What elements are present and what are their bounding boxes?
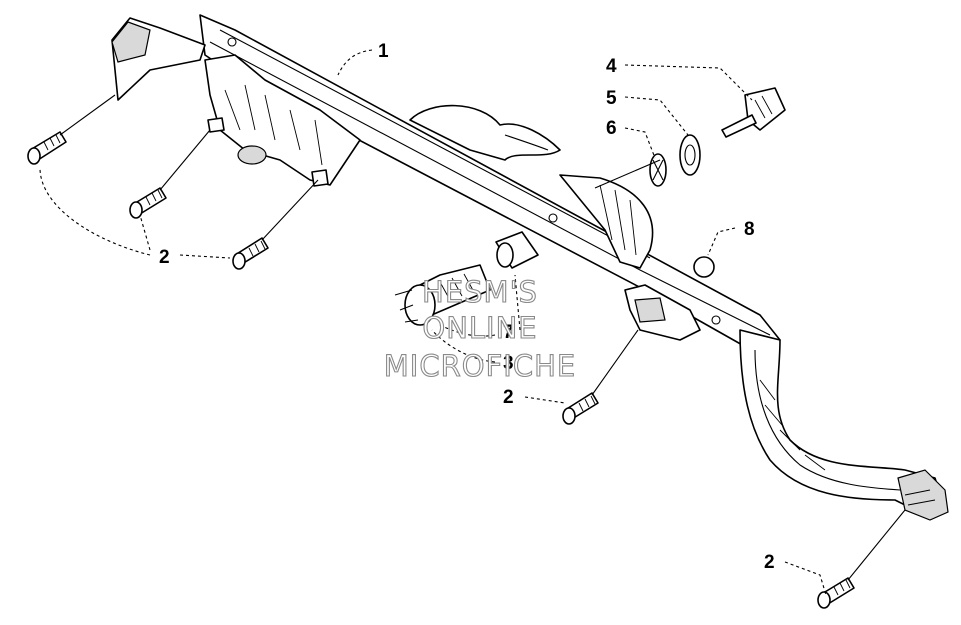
callout-8: 8	[744, 219, 755, 240]
plug-icon	[693, 256, 715, 278]
callout-7: 7	[503, 322, 514, 343]
callout-2: 2	[764, 552, 775, 573]
callout-4: 4	[606, 56, 617, 77]
callout-2: 2	[503, 387, 514, 408]
callout-2: 2	[159, 247, 170, 268]
screw-icon	[817, 577, 855, 609]
ignition-switch	[394, 264, 491, 326]
screw-icon	[232, 237, 269, 270]
callout-1: 1	[378, 41, 389, 62]
screw-icon	[129, 187, 167, 219]
key-icon	[721, 87, 786, 138]
callout-5: 5	[606, 88, 617, 109]
callout-3: 3	[503, 353, 514, 374]
watermark-line-1: HESM'S	[422, 275, 538, 309]
watermark-line-2: ONLINE	[422, 311, 537, 345]
console-housing	[111, 14, 949, 521]
screw-icon	[27, 131, 67, 165]
leader-lines	[39, 49, 906, 596]
screw-icon	[562, 392, 599, 425]
callout-6: 6	[606, 118, 617, 139]
watermark-line-3: MICROFICHE	[384, 349, 576, 383]
switch-sleeve	[495, 231, 539, 269]
nut-icon	[679, 134, 701, 176]
washer-icon	[649, 153, 667, 187]
watermark: HESM'S ONLINE MICROFICHE	[383, 274, 576, 383]
